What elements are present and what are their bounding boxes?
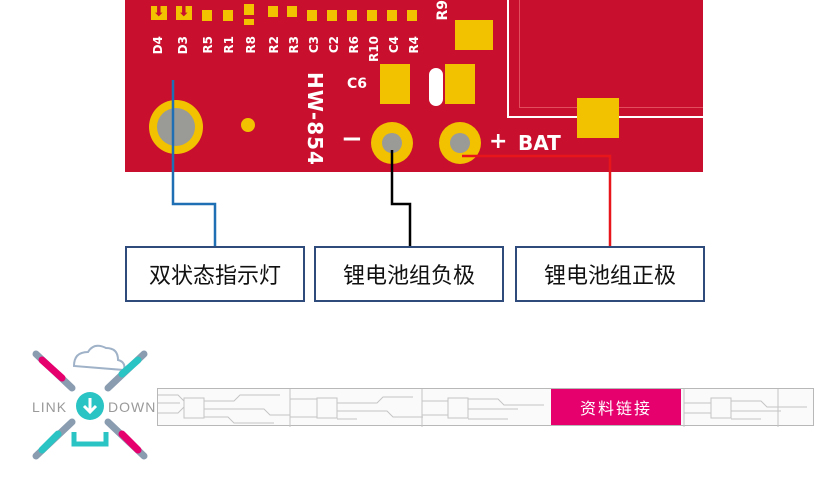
link-download-logo: [32, 344, 148, 460]
minus-label: −: [341, 124, 363, 154]
logo-text-right: DOWN: [108, 399, 157, 415]
download-link-button[interactable]: 资料链接: [551, 389, 681, 425]
cap-pad-right: [445, 64, 475, 104]
smd-pad: [407, 10, 417, 21]
smd-pad: [367, 10, 377, 21]
chain-link-icon: [32, 350, 148, 460]
smd-pad-large: [455, 20, 493, 50]
smd-pad: [347, 10, 357, 21]
negative-wire: [390, 150, 412, 247]
board-model: HW-854: [303, 72, 327, 166]
led-pad-d4: [151, 6, 167, 20]
callout-led-indicator: 双状态指示灯: [125, 246, 305, 302]
led-pad-d3: [176, 6, 192, 20]
led-wire: [171, 80, 217, 247]
smd-pad: [327, 10, 337, 21]
smd-pad: [307, 10, 317, 21]
positive-wire: [462, 154, 612, 247]
inductor-pad: [577, 98, 619, 138]
smd-pad: [244, 19, 254, 25]
circuit-strip: [157, 388, 814, 427]
capacitor-label: C6: [347, 76, 368, 92]
capacitor-body: [429, 68, 443, 106]
cloud-icon: [72, 344, 126, 372]
smd-pad: [244, 4, 254, 15]
logo-text-left: LINK: [32, 399, 68, 415]
arrow-down-icon: ⬇: [153, 4, 165, 20]
smd-pad: [287, 6, 297, 17]
tray-icon: [71, 432, 109, 447]
bat-label: BAT: [518, 131, 561, 155]
callout-battery-positive: 锂电池组正极: [515, 246, 705, 302]
arrow-down-icon: ⬇: [178, 4, 190, 20]
smd-pad: [387, 10, 397, 21]
mounting-hole: [157, 108, 195, 146]
battery-negative-hole: [382, 133, 402, 153]
pcb-board: ⬇ ⬇ D4 D3 R5 R1 R8 R2 R3 C3 C2 R6 R10 C4…: [125, 0, 703, 172]
via: [241, 118, 255, 132]
smd-pad: [202, 10, 212, 21]
callout-battery-negative: 锂电池组负极: [314, 246, 504, 302]
circuit-pattern: [158, 389, 807, 427]
smd-pad: [223, 10, 233, 21]
cap-pad-left: [380, 64, 410, 104]
plus-label: +: [489, 129, 508, 154]
battery-positive-hole: [450, 133, 470, 153]
smd-pad: [268, 6, 278, 17]
